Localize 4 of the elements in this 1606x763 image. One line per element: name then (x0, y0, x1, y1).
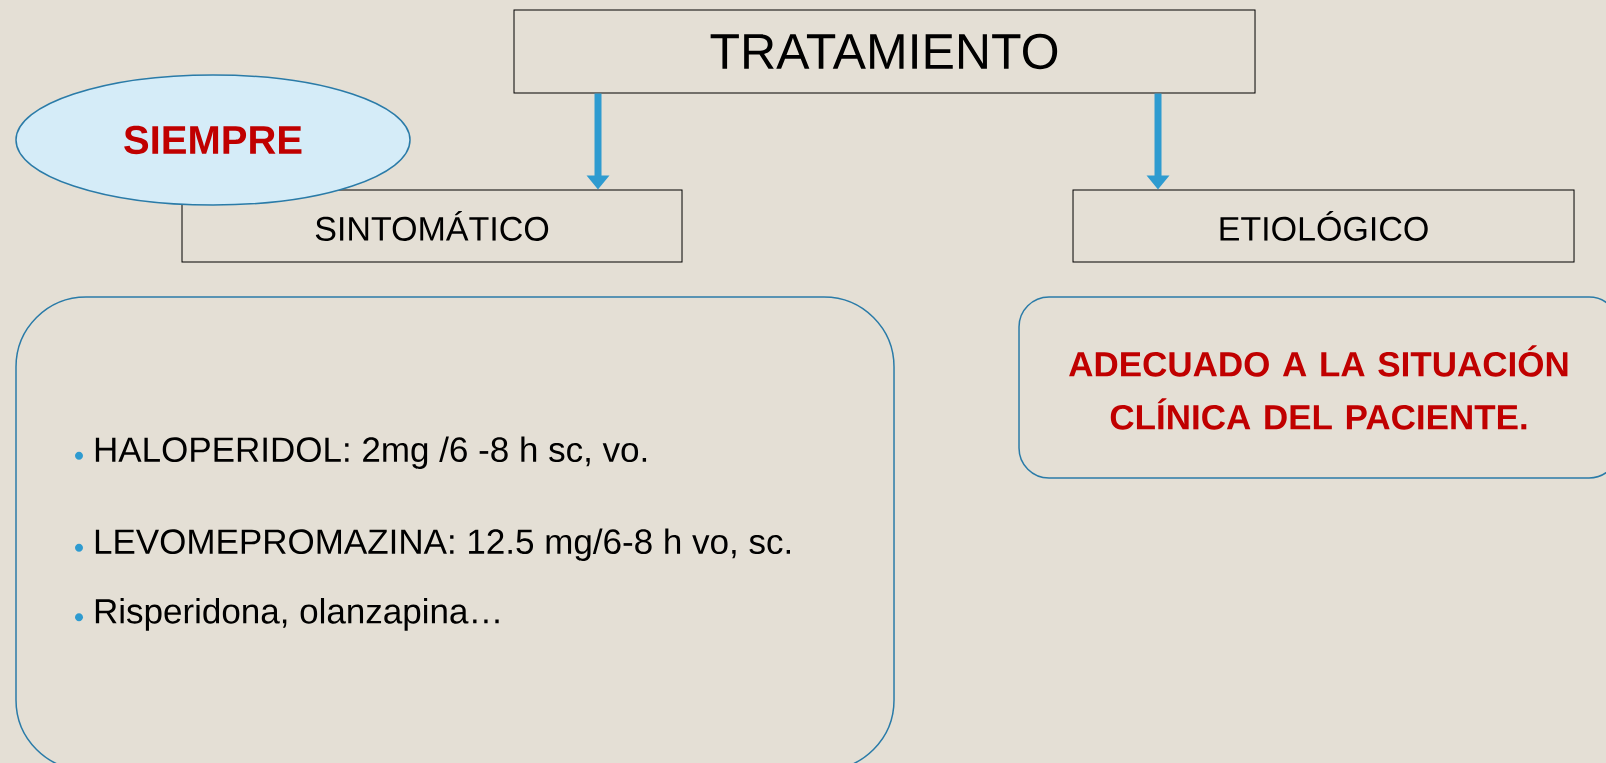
title-box: TRATAMIENTO (513, 9, 1256, 94)
category-box: ETIOLÓGICO (1072, 189, 1575, 263)
rounded-box: HALOPERIDOL: 2mg /6 -8 h sc, vo. LEVOMEPROMAZINA: 12.5 mg/6-8 h vo, sc. Risperidona, olanzapina… (15, 296, 895, 763)
rounded-box: ADECUADO A LA SITUACIÓN CLÍNICA DEL PACIENTE. (1018, 296, 1606, 479)
